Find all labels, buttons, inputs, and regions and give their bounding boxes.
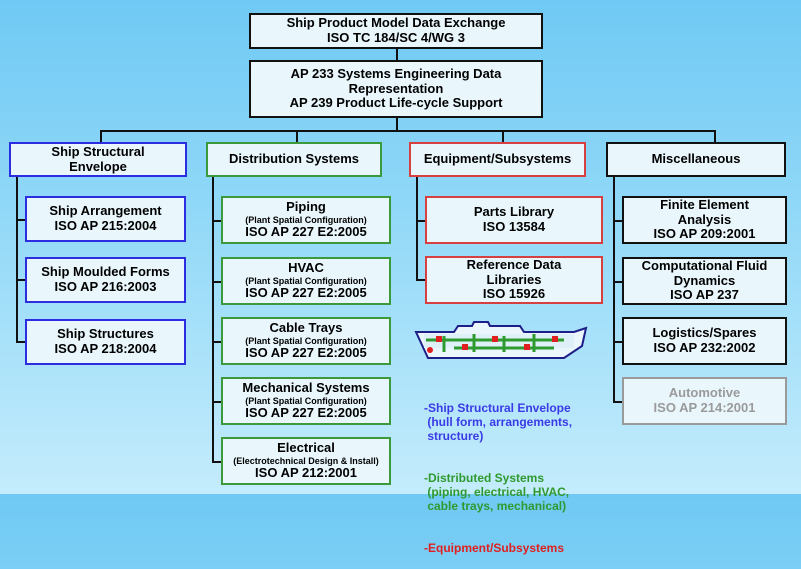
item-line1: Finite Element [660, 196, 749, 212]
top-box-line2: ISO TC 184/SC 4/WG 3 [327, 30, 465, 45]
item-line1: Parts Library [473, 204, 555, 220]
item-line2: Dynamics [673, 272, 736, 288]
header-equipment-subsystems: Equipment/Subsystems [409, 142, 586, 177]
legend-equipment: -Equipment/Subsystems [424, 541, 565, 555]
item-line2: ISO AP 218:2004 [54, 341, 157, 356]
top-box: Ship Product Model Data Exchange ISO TC … [249, 13, 543, 49]
item-line3: ISO 15926 [482, 286, 546, 302]
item-line1: Ship Moulded Forms [41, 264, 170, 280]
item-line1: Ship Structures [57, 326, 154, 342]
spine-structural [16, 176, 18, 342]
item-line2: ISO AP 227 E2:2005 [245, 405, 367, 421]
branch-distribution-3 [212, 341, 221, 343]
item-sub: (Plant Spatial Configuration) [245, 395, 367, 406]
header-ship-structural-envelope: Ship Structural Envelope [9, 142, 187, 177]
branch-structural-1 [16, 219, 25, 221]
header-structural-line1: Ship Structural [51, 143, 145, 159]
item-line1: Piping [286, 198, 326, 214]
item-line1: Reference Data [466, 256, 562, 272]
item-line1: Electrical [277, 439, 335, 455]
item-line3: ISO AP 209:2001 [653, 226, 756, 242]
item-line1: HVAC [288, 259, 324, 275]
connector-second-down [396, 117, 398, 131]
item-line2: ISO 13584 [482, 219, 546, 234]
header-miscellaneous: Miscellaneous [606, 142, 786, 177]
connector-horizontal-bus [100, 130, 716, 132]
systems-box-line1: AP 233 Systems Engineering Data [290, 65, 502, 81]
item-sub: (Plant Spatial Configuration) [245, 214, 367, 225]
box-logistics-spares: Logistics/Spares ISO AP 232:2002 [622, 317, 787, 365]
legend: -Ship Structural Envelope (hull form, ar… [424, 373, 572, 569]
branch-misc-1 [613, 220, 622, 222]
item-line2: Analysis [677, 211, 732, 227]
connector-top [396, 48, 398, 60]
box-reference-data-libraries: Reference Data Libraries ISO 15926 [425, 256, 603, 304]
connector-col1 [100, 130, 102, 142]
box-piping: Piping (Plant Spatial Configuration) ISO… [221, 196, 391, 244]
spine-misc [613, 176, 615, 402]
box-automotive: Automotive ISO AP 214:2001 [622, 377, 787, 425]
item-line2: ISO AP 212:2001 [255, 465, 357, 481]
item-line1: Ship Arrangement [49, 203, 162, 219]
branch-equipment-1 [416, 220, 425, 222]
item-line2: ISO AP 232:2002 [653, 340, 756, 355]
branch-misc-3 [613, 341, 622, 343]
branch-distribution-2 [212, 281, 221, 283]
box-ship-arrangement: Ship Arrangement ISO AP 215:2004 [25, 196, 186, 242]
spine-equipment [416, 176, 418, 280]
branch-equipment-2 [416, 279, 425, 281]
systems-engineering-box: AP 233 Systems Engineering Data Represen… [249, 60, 543, 118]
branch-misc-2 [613, 281, 622, 283]
branch-misc-4 [613, 401, 622, 403]
item-line1: Logistics/Spares [652, 325, 757, 341]
systems-box-line2: Representation [348, 80, 444, 96]
item-line2: ISO AP 214:2001 [653, 400, 756, 415]
legend-distributed: -Distributed Systems (piping, electrical… [424, 471, 570, 513]
branch-distribution-1 [212, 220, 221, 222]
box-mechanical-systems: Mechanical Systems (Plant Spatial Config… [221, 377, 391, 425]
box-finite-element-analysis: Finite Element Analysis ISO AP 209:2001 [622, 196, 787, 244]
header-misc-label: Miscellaneous [651, 151, 741, 167]
item-line1: Cable Trays [269, 319, 343, 335]
item-line1: Mechanical Systems [242, 379, 370, 395]
item-line1: Computational Fluid [641, 257, 768, 273]
item-line3: ISO AP 237 [670, 287, 739, 303]
item-sub: (Plant Spatial Configuration) [245, 275, 367, 286]
ship-illustration [414, 321, 588, 359]
header-distribution-label: Distribution Systems [228, 151, 360, 167]
box-cable-trays: Cable Trays (Plant Spatial Configuration… [221, 317, 391, 365]
header-equipment-label: Equipment/Subsystems [423, 151, 572, 167]
legend-structural: -Ship Structural Envelope (hull form, ar… [424, 401, 573, 443]
item-line2: ISO AP 227 E2:2005 [245, 345, 367, 361]
branch-distribution-4 [212, 401, 221, 403]
systems-box-line3: AP 239 Product Life-cycle Support [289, 95, 503, 111]
top-box-line1: Ship Product Model Data Exchange [286, 15, 506, 31]
item-line2: ISO AP 215:2004 [54, 218, 157, 233]
connector-col2 [296, 130, 298, 142]
box-electrical: Electrical (Electrotechnical Design & In… [221, 437, 391, 485]
item-line2: Libraries [486, 271, 542, 287]
branch-distribution-5 [212, 461, 221, 463]
box-ship-moulded-forms: Ship Moulded Forms ISO AP 216:2003 [25, 257, 186, 303]
box-parts-library: Parts Library ISO 13584 [425, 196, 603, 244]
box-ship-structures: Ship Structures ISO AP 218:2004 [25, 319, 186, 365]
connector-col4 [714, 130, 716, 142]
item-sub: (Electrotechnical Design & Install) [233, 455, 379, 466]
item-line2: ISO AP 227 E2:2005 [245, 224, 367, 240]
connector-col3 [502, 130, 504, 142]
header-distribution-systems: Distribution Systems [206, 142, 382, 177]
item-line1: Automotive [668, 385, 741, 401]
branch-structural-2 [16, 279, 25, 281]
box-computational-fluid-dynamics: Computational Fluid Dynamics ISO AP 237 [622, 257, 787, 305]
header-structural-line2: Envelope [69, 158, 127, 174]
spine-distribution [212, 176, 214, 462]
item-sub: (Plant Spatial Configuration) [245, 335, 367, 346]
item-line2: ISO AP 216:2003 [54, 279, 157, 294]
item-line2: ISO AP 227 E2:2005 [245, 285, 367, 301]
box-hvac: HVAC (Plant Spatial Configuration) ISO A… [221, 257, 391, 305]
branch-structural-3 [16, 341, 25, 343]
